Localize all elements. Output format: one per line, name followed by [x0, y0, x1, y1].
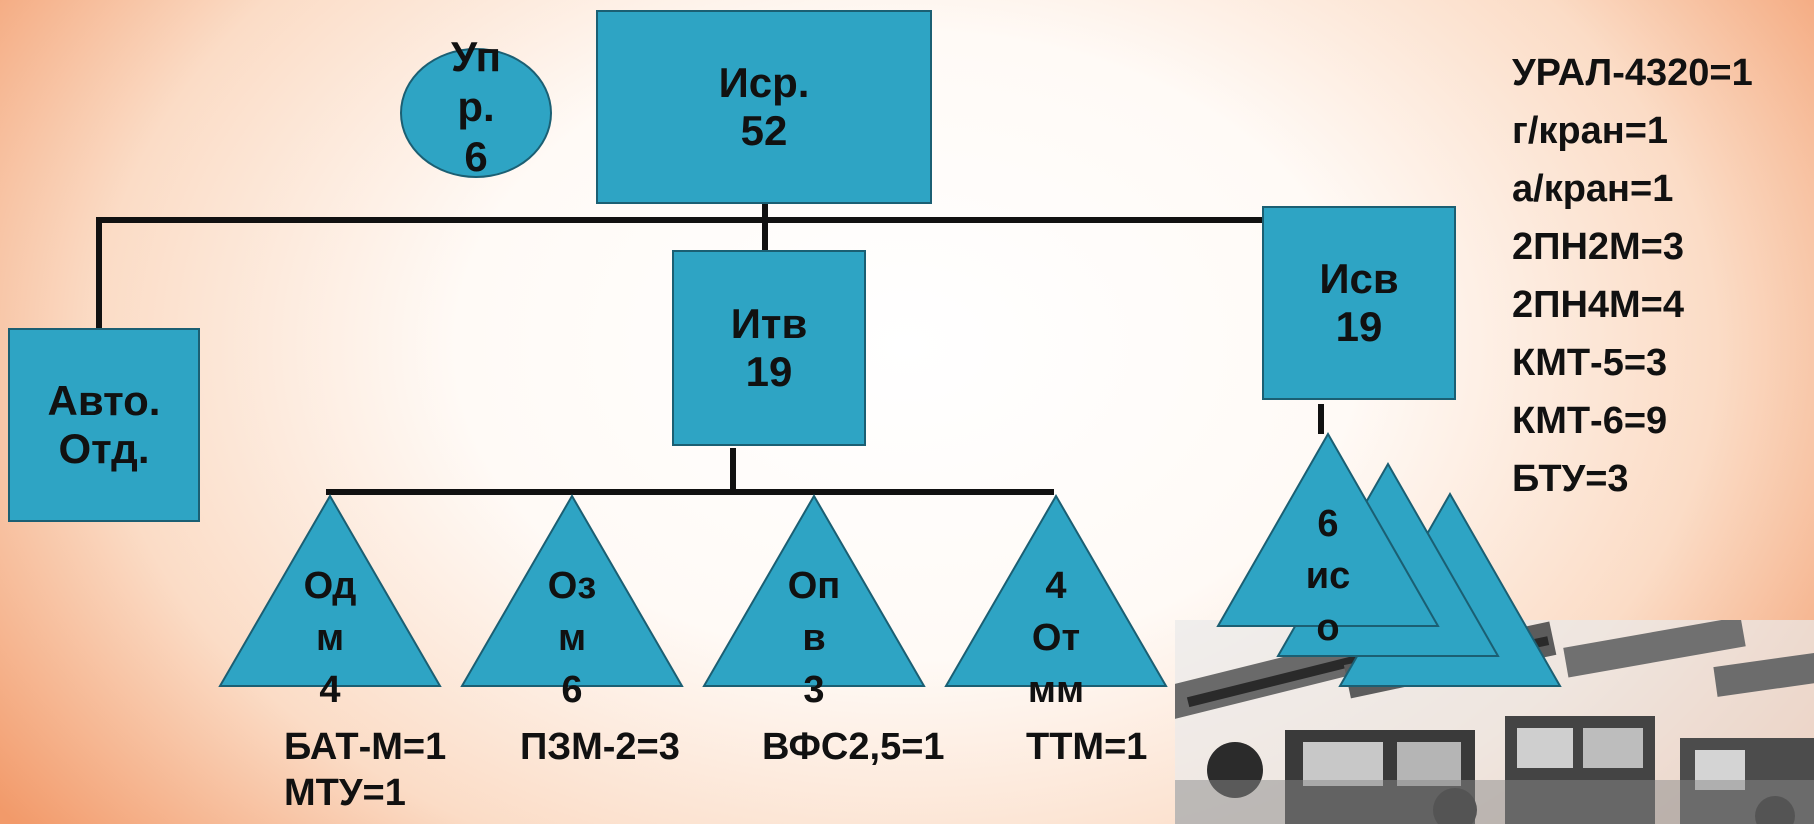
node-avto-line-2: Отд.	[58, 425, 150, 472]
node-otmm-line-1: 4	[1045, 565, 1067, 607]
node-opv-line-3: 3	[803, 669, 825, 711]
node-opv-line-1: Оп	[787, 565, 841, 607]
node-isv: Исв 19	[1262, 206, 1456, 400]
node-ozm-line-2: м	[557, 617, 587, 659]
triangle-opv	[702, 494, 926, 687]
equipment-opv-item-1: ВФС2,5=1	[762, 726, 945, 768]
right-list-item-1: УРАЛ-4320=1	[1512, 52, 1753, 94]
node-iso-line-3: о	[1316, 607, 1340, 649]
node-isr-line-1: Иср.	[718, 58, 810, 106]
equipment-ozm-item-1: ПЗМ-2=3	[520, 726, 680, 768]
node-iso-line-1: 6	[1317, 503, 1339, 545]
node-itv: Итв 19	[672, 250, 866, 446]
triangle-ozm	[460, 494, 684, 687]
node-ozm-label: Оз м 6	[522, 560, 622, 716]
node-isr: Иср. 52	[596, 10, 932, 204]
node-otmm-line-3: мм	[1027, 669, 1085, 711]
node-upr	[400, 48, 552, 178]
node-otmm-line-2: От	[1031, 617, 1081, 659]
node-odm-line-3: 4	[319, 669, 341, 711]
node-itv-line-2: 19	[745, 348, 793, 395]
equipment-odm-item-1: БАТ-М=1	[284, 726, 447, 768]
equipment-ozm: ПЗМ-2=3	[520, 724, 680, 770]
node-upr-label: Уп р. 6	[420, 32, 532, 182]
node-itv-line-1: Итв	[730, 299, 808, 347]
right-list-item-6: КМТ-5=3	[1512, 342, 1668, 384]
equipment-opv: ВФС2,5=1	[762, 724, 945, 770]
right-list-item-2: г/кран=1	[1512, 110, 1669, 152]
right-list-item-3: а/кран=1	[1512, 168, 1674, 210]
node-odm-label: Од м 4	[280, 560, 380, 716]
equipment-otmm: ТТМ=1	[1026, 724, 1147, 770]
itv-stem	[730, 448, 736, 490]
right-list-item-5: 2ПН4М=4	[1512, 284, 1685, 326]
isr-stem	[762, 204, 768, 250]
node-avto: Авто. Отд.	[8, 328, 200, 522]
node-odm-line-1: Од	[303, 565, 357, 607]
isv-stem	[1318, 404, 1324, 434]
sub-horizontal-line	[326, 489, 1054, 495]
node-opv-label: Оп в 3	[764, 560, 864, 716]
right-equipment-list: УРАЛ-4320=1 г/кран=1 а/кран=1 2ПН2М=3 2П…	[1512, 44, 1753, 508]
triangle-otmm	[944, 494, 1168, 687]
equipment-odm-item-2: МТУ=1	[284, 772, 406, 814]
node-ozm-line-3: 6	[561, 669, 583, 711]
triangle-iso-front	[1216, 431, 1440, 627]
node-upr-line-3: 6	[464, 133, 488, 180]
node-isv-line-1: Исв	[1319, 254, 1399, 302]
equipment-otmm-item-1: ТТМ=1	[1026, 726, 1148, 768]
node-ozm-line-1: Оз	[547, 565, 597, 607]
avto-drop-line	[96, 217, 102, 329]
node-odm-line-2: м	[315, 617, 345, 659]
equipment-odm: БАТ-М=1 МТУ=1	[284, 724, 446, 816]
right-list-item-7: КМТ-6=9	[1512, 400, 1668, 442]
node-isr-line-2: 52	[740, 107, 788, 154]
node-iso-label: 6 ис о	[1272, 498, 1384, 654]
triangle-odm	[218, 494, 442, 687]
node-isv-line-2: 19	[1335, 303, 1383, 350]
node-opv-line-2: в	[802, 617, 826, 659]
node-avto-line-1: Авто.	[47, 376, 161, 424]
node-iso-line-2: ис	[1305, 555, 1351, 597]
main-horizontal-line	[96, 217, 1266, 223]
right-list-item-8: БТУ=3	[1512, 458, 1629, 500]
node-otmm-label: 4 От мм	[1000, 560, 1112, 716]
right-list-item-4: 2ПН2М=3	[1512, 226, 1685, 268]
node-upr-line-2: р.	[457, 83, 495, 130]
node-upr-line-1: Уп	[451, 33, 501, 80]
